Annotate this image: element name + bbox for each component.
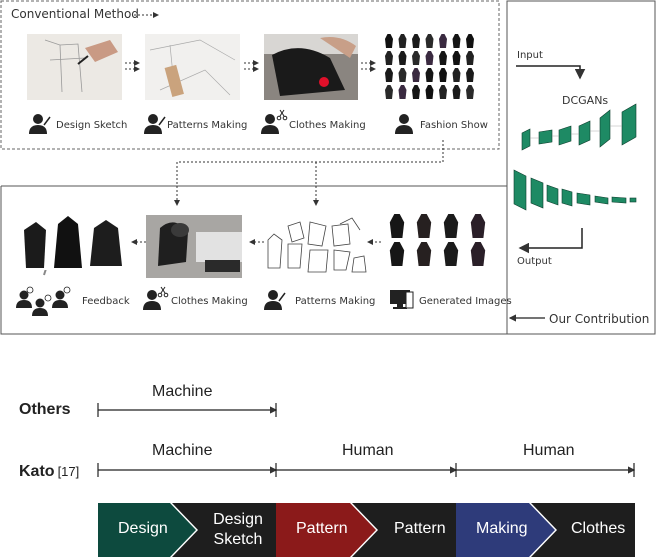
chevron-pattern-colored	[276, 503, 376, 557]
person-icon-design-sketch	[29, 114, 51, 134]
our-contribution-legend: Our Contribution	[549, 312, 650, 326]
garment-silhouette	[452, 68, 461, 82]
garment-silhouette	[439, 68, 447, 82]
step-feedback: Feedback	[82, 296, 130, 307]
step-clothes-making-bottom: Clothes Making	[171, 296, 248, 307]
kato-segment-human-2: Human	[523, 442, 575, 459]
fashion-show-photo	[385, 34, 474, 99]
garment-silhouette	[412, 68, 420, 82]
output-label: Output	[517, 256, 552, 267]
step-clothes-making: Clothes Making	[289, 120, 366, 131]
garment-silhouette	[425, 68, 434, 82]
garment-silhouette	[425, 51, 434, 65]
person-icon-clothes-making-bottom	[143, 290, 161, 310]
garment-silhouette	[443, 242, 459, 266]
garment-silhouette	[412, 34, 420, 48]
scissors-icon	[276, 109, 288, 121]
chevron-label-design-sketch: Design Sketch	[213, 511, 263, 548]
feedback-garment-photo	[18, 216, 124, 270]
proposed-method-box	[0, 185, 507, 335]
garment-silhouette	[466, 51, 474, 65]
chevron-label-pattern-2: Pattern	[394, 520, 446, 537]
garment-silhouette	[452, 85, 461, 99]
row-label-others: Others	[19, 401, 71, 418]
input-label: Input	[517, 50, 543, 61]
garment-silhouette	[398, 51, 407, 65]
dcgan-panel-box	[506, 0, 656, 335]
generated-images-photo	[389, 214, 486, 266]
person-icon-clothes-making	[261, 114, 279, 134]
garment-silhouette	[439, 34, 447, 48]
chevron-label-design: Design	[118, 520, 168, 537]
dcgan-generator-blocks	[521, 103, 637, 151]
clothes-making-photo	[264, 34, 358, 100]
scissors-icon-bottom	[157, 286, 169, 298]
garment-silhouette	[398, 34, 407, 48]
computer-icon	[390, 290, 414, 309]
kato-segment-human-1: Human	[342, 442, 394, 459]
garment-silhouette	[412, 51, 420, 65]
garment-silhouette	[425, 85, 434, 99]
conventional-method-box	[0, 0, 500, 150]
others-segment-machine: Machine	[152, 383, 213, 400]
chevron-design-sketch	[172, 503, 276, 557]
person-icon-fashion-show	[395, 114, 413, 134]
garment-silhouette	[452, 34, 461, 48]
garment-silhouette	[398, 68, 407, 82]
chevron-design	[98, 503, 196, 557]
step-generated-images: Generated Images	[419, 296, 512, 307]
garment-silhouette	[416, 242, 432, 266]
garment-silhouette	[389, 242, 405, 266]
kato-citation: [17]	[57, 464, 80, 479]
garment-silhouette	[385, 85, 393, 99]
chevron-label-clothes: Clothes	[571, 520, 626, 537]
garment-silhouette	[439, 85, 447, 99]
garment-silhouette	[466, 68, 474, 82]
garment-silhouette	[425, 34, 434, 48]
person-icon-patterns-making-bottom	[264, 290, 286, 310]
garment-silhouette	[470, 242, 486, 266]
row-label-kato: Kato[17]	[19, 463, 80, 480]
dcgan-discriminator-blocks	[513, 169, 637, 211]
garment-silhouette	[385, 51, 393, 65]
process-chevron-band	[98, 503, 635, 557]
garment-silhouette	[385, 68, 393, 82]
chevron-label-making: Making	[476, 520, 528, 537]
group-feedback-icon	[16, 286, 71, 316]
step-patterns-making-bottom: Patterns Making	[295, 296, 376, 307]
conventional-method-title: Conventional Method	[11, 7, 139, 21]
garment-silhouette	[439, 51, 447, 65]
chevron-label-pattern-1: Pattern	[296, 520, 348, 537]
step-design-sketch: Design Sketch	[56, 120, 128, 131]
patterns-outline-drawing	[267, 217, 367, 273]
garment-silhouette	[389, 214, 405, 238]
garment-silhouette	[452, 51, 461, 65]
chevron-making	[456, 503, 555, 557]
kato-segment-machine: Machine	[152, 442, 213, 459]
garment-silhouette	[443, 214, 459, 238]
patterns-making-photo	[145, 34, 240, 100]
person-icon-patterns-making	[144, 114, 166, 134]
garment-silhouette	[398, 85, 407, 99]
dcgan-label: DCGANs	[562, 94, 609, 107]
garment-silhouette	[466, 34, 474, 48]
clothes-making-sewing-photo	[146, 215, 242, 278]
chevron-clothes	[531, 503, 635, 557]
garment-silhouette	[385, 34, 393, 48]
garment-silhouette	[416, 214, 432, 238]
garment-silhouette	[412, 85, 420, 99]
garment-silhouette	[470, 214, 486, 238]
garment-silhouette	[466, 85, 474, 99]
step-fashion-show: Fashion Show	[420, 120, 488, 131]
chevron-pattern-dark	[352, 503, 456, 557]
step-patterns-making: Patterns Making	[167, 120, 248, 131]
design-sketch-photo	[27, 34, 122, 100]
